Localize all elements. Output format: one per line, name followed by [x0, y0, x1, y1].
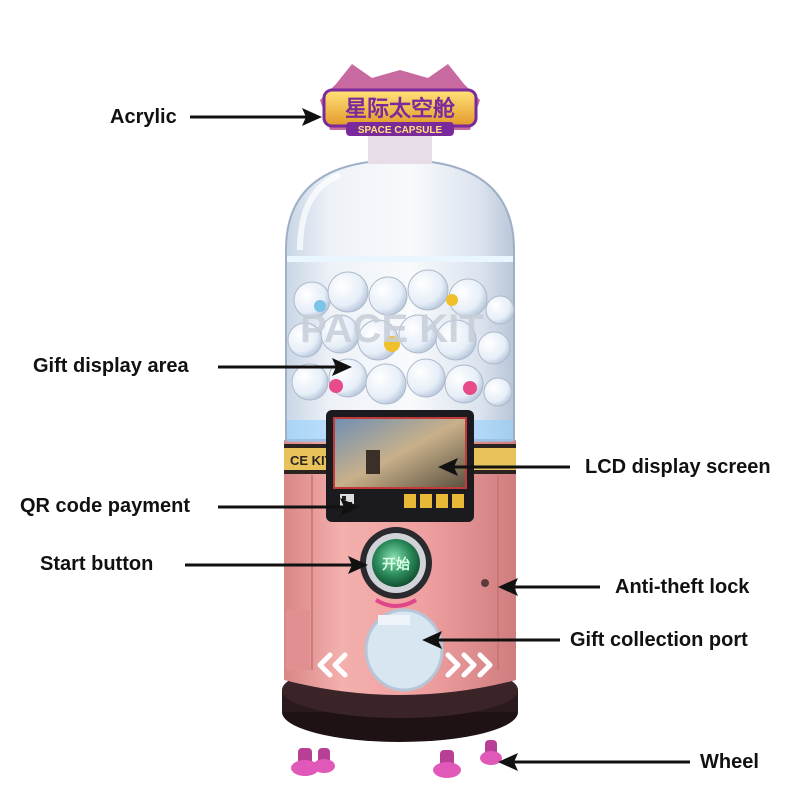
callout-arrows: [185, 108, 690, 771]
lcd-screen: [333, 417, 467, 489]
acrylic-dome: PACE KIT: [285, 158, 515, 442]
label-acrylic: Acrylic: [110, 106, 177, 128]
arrow-gift-collection-port: [422, 631, 560, 649]
wheel-far-right: [480, 740, 502, 765]
label-lcd-display-screen: LCD display screen: [585, 456, 771, 478]
wheel-left: [291, 748, 319, 776]
dome-watermark-text: PACE KIT: [300, 307, 484, 351]
sign-sub-text: SPACE CAPSULE: [358, 125, 443, 136]
wheel-mid-left: [313, 748, 335, 773]
label-qr-code-payment: QR code payment: [20, 495, 191, 517]
start-button-text: 开始: [382, 556, 410, 573]
collection-port-opening: [364, 608, 444, 692]
label-gift-collection-port: Gift collection port: [570, 629, 748, 651]
arrow-wheel: [498, 753, 690, 771]
label-start-button: Start button: [40, 553, 154, 575]
start-button-assembly: 开始: [360, 527, 432, 608]
sign-main-text: 星际太空舱: [345, 96, 456, 122]
arrow-qr-code-payment: [218, 498, 360, 516]
chevrons-right: [445, 652, 493, 678]
lock-keyhole: [481, 579, 489, 587]
label-gift-display-area: Gift display area: [33, 355, 189, 377]
arrow-gift-display-area: [218, 358, 352, 376]
label-wheel: Wheel: [700, 751, 759, 773]
arrow-start-button: [185, 556, 368, 574]
arrow-acrylic: [190, 108, 322, 126]
top-sign: 星际太空舱 SPACE CAPSULE: [320, 64, 480, 164]
capsule-balls: [287, 269, 515, 407]
wheel-right: [433, 750, 461, 778]
arrow-lcd-display-screen: [438, 458, 570, 476]
lcd-panel: [326, 410, 474, 522]
chevrons-left: [317, 652, 348, 678]
wheels: [291, 740, 502, 778]
label-anti-theft-lock: Anti-theft lock: [615, 576, 750, 598]
arrow-anti-theft-lock: [498, 578, 600, 596]
